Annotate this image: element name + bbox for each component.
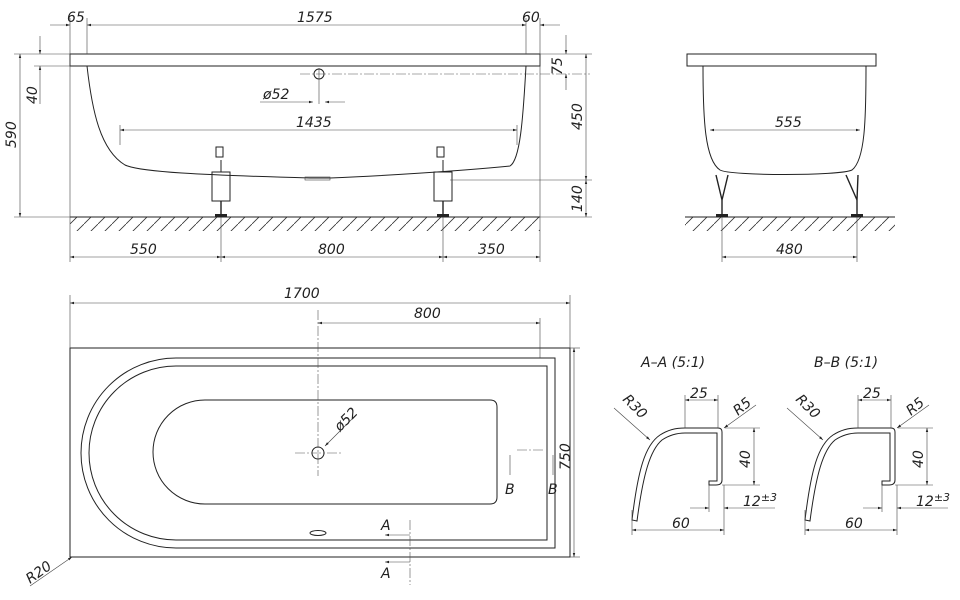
dim-total-length: 1700 [284, 286, 320, 302]
aa-radius-small: R5 [730, 395, 755, 419]
section-bb: B–B (5:1) 25 R30 R5 40 60 12±3 [786, 355, 950, 535]
front-view: 65 1575 60 590 40 75 450 140 ø52 1435 55… [4, 10, 592, 262]
dim-leg-spacing: 800 [318, 242, 345, 258]
dim-total-height: 590 [4, 121, 20, 148]
dim-leg-width: 480 [776, 242, 803, 258]
bb-gap: 12±3 [916, 491, 950, 510]
bb-depth: 60 [845, 516, 863, 532]
aa-radius-large: R30 [619, 392, 650, 423]
dim-rim-offset: 40 [25, 86, 41, 104]
aa-height: 40 [738, 450, 754, 468]
section-mark-b-left: B [505, 482, 515, 498]
dim-leg-right: 350 [478, 242, 505, 258]
dim-rim-left: 65 [67, 10, 85, 26]
dim-total-width: 750 [558, 443, 574, 470]
dim-drain-position: 800 [414, 306, 441, 322]
dim-overflow-height: 75 [550, 57, 566, 75]
leg-left [211, 146, 231, 217]
leg-right [433, 146, 453, 217]
dim-inner-width: 555 [775, 115, 802, 131]
dim-bottom-length: 1435 [296, 115, 332, 131]
bb-radius-small: R5 [903, 395, 928, 419]
section-mark-a-top: A [380, 518, 391, 534]
aa-gap: 12±3 [743, 491, 777, 510]
dim-corner-radius: R20 [23, 558, 55, 587]
tub-rim [69, 53, 541, 67]
section-mark-b-right: B [548, 482, 558, 498]
section-aa-title: A–A (5:1) [640, 355, 705, 371]
bb-height: 40 [911, 450, 927, 468]
tub-body [86, 65, 527, 179]
aa-top-width: 25 [690, 386, 708, 402]
bb-top-width: 25 [863, 386, 881, 402]
side-view: 555 480 [685, 53, 895, 262]
dim-drain-diameter: ø52 [331, 405, 362, 436]
dim-leg-left: 550 [130, 242, 157, 258]
section-aa: A–A (5:1) 25 R30 R5 40 60 12±3 [613, 355, 777, 535]
dim-rim-right: 60 [522, 10, 540, 26]
dim-overflow-diameter: ø52 [262, 87, 289, 103]
floor-hatch [70, 217, 540, 231]
top-view: 1700 800 750 ø52 R20 A A B B [23, 286, 580, 587]
dim-depth: 450 [570, 103, 586, 130]
dim-length-inner: 1575 [297, 10, 333, 26]
dim-leg-height: 140 [570, 185, 586, 212]
section-mark-a-bottom: A [380, 566, 391, 582]
aa-depth: 60 [672, 516, 690, 532]
section-bb-title: B–B (5:1) [814, 355, 878, 371]
bb-radius-large: R30 [792, 392, 823, 423]
